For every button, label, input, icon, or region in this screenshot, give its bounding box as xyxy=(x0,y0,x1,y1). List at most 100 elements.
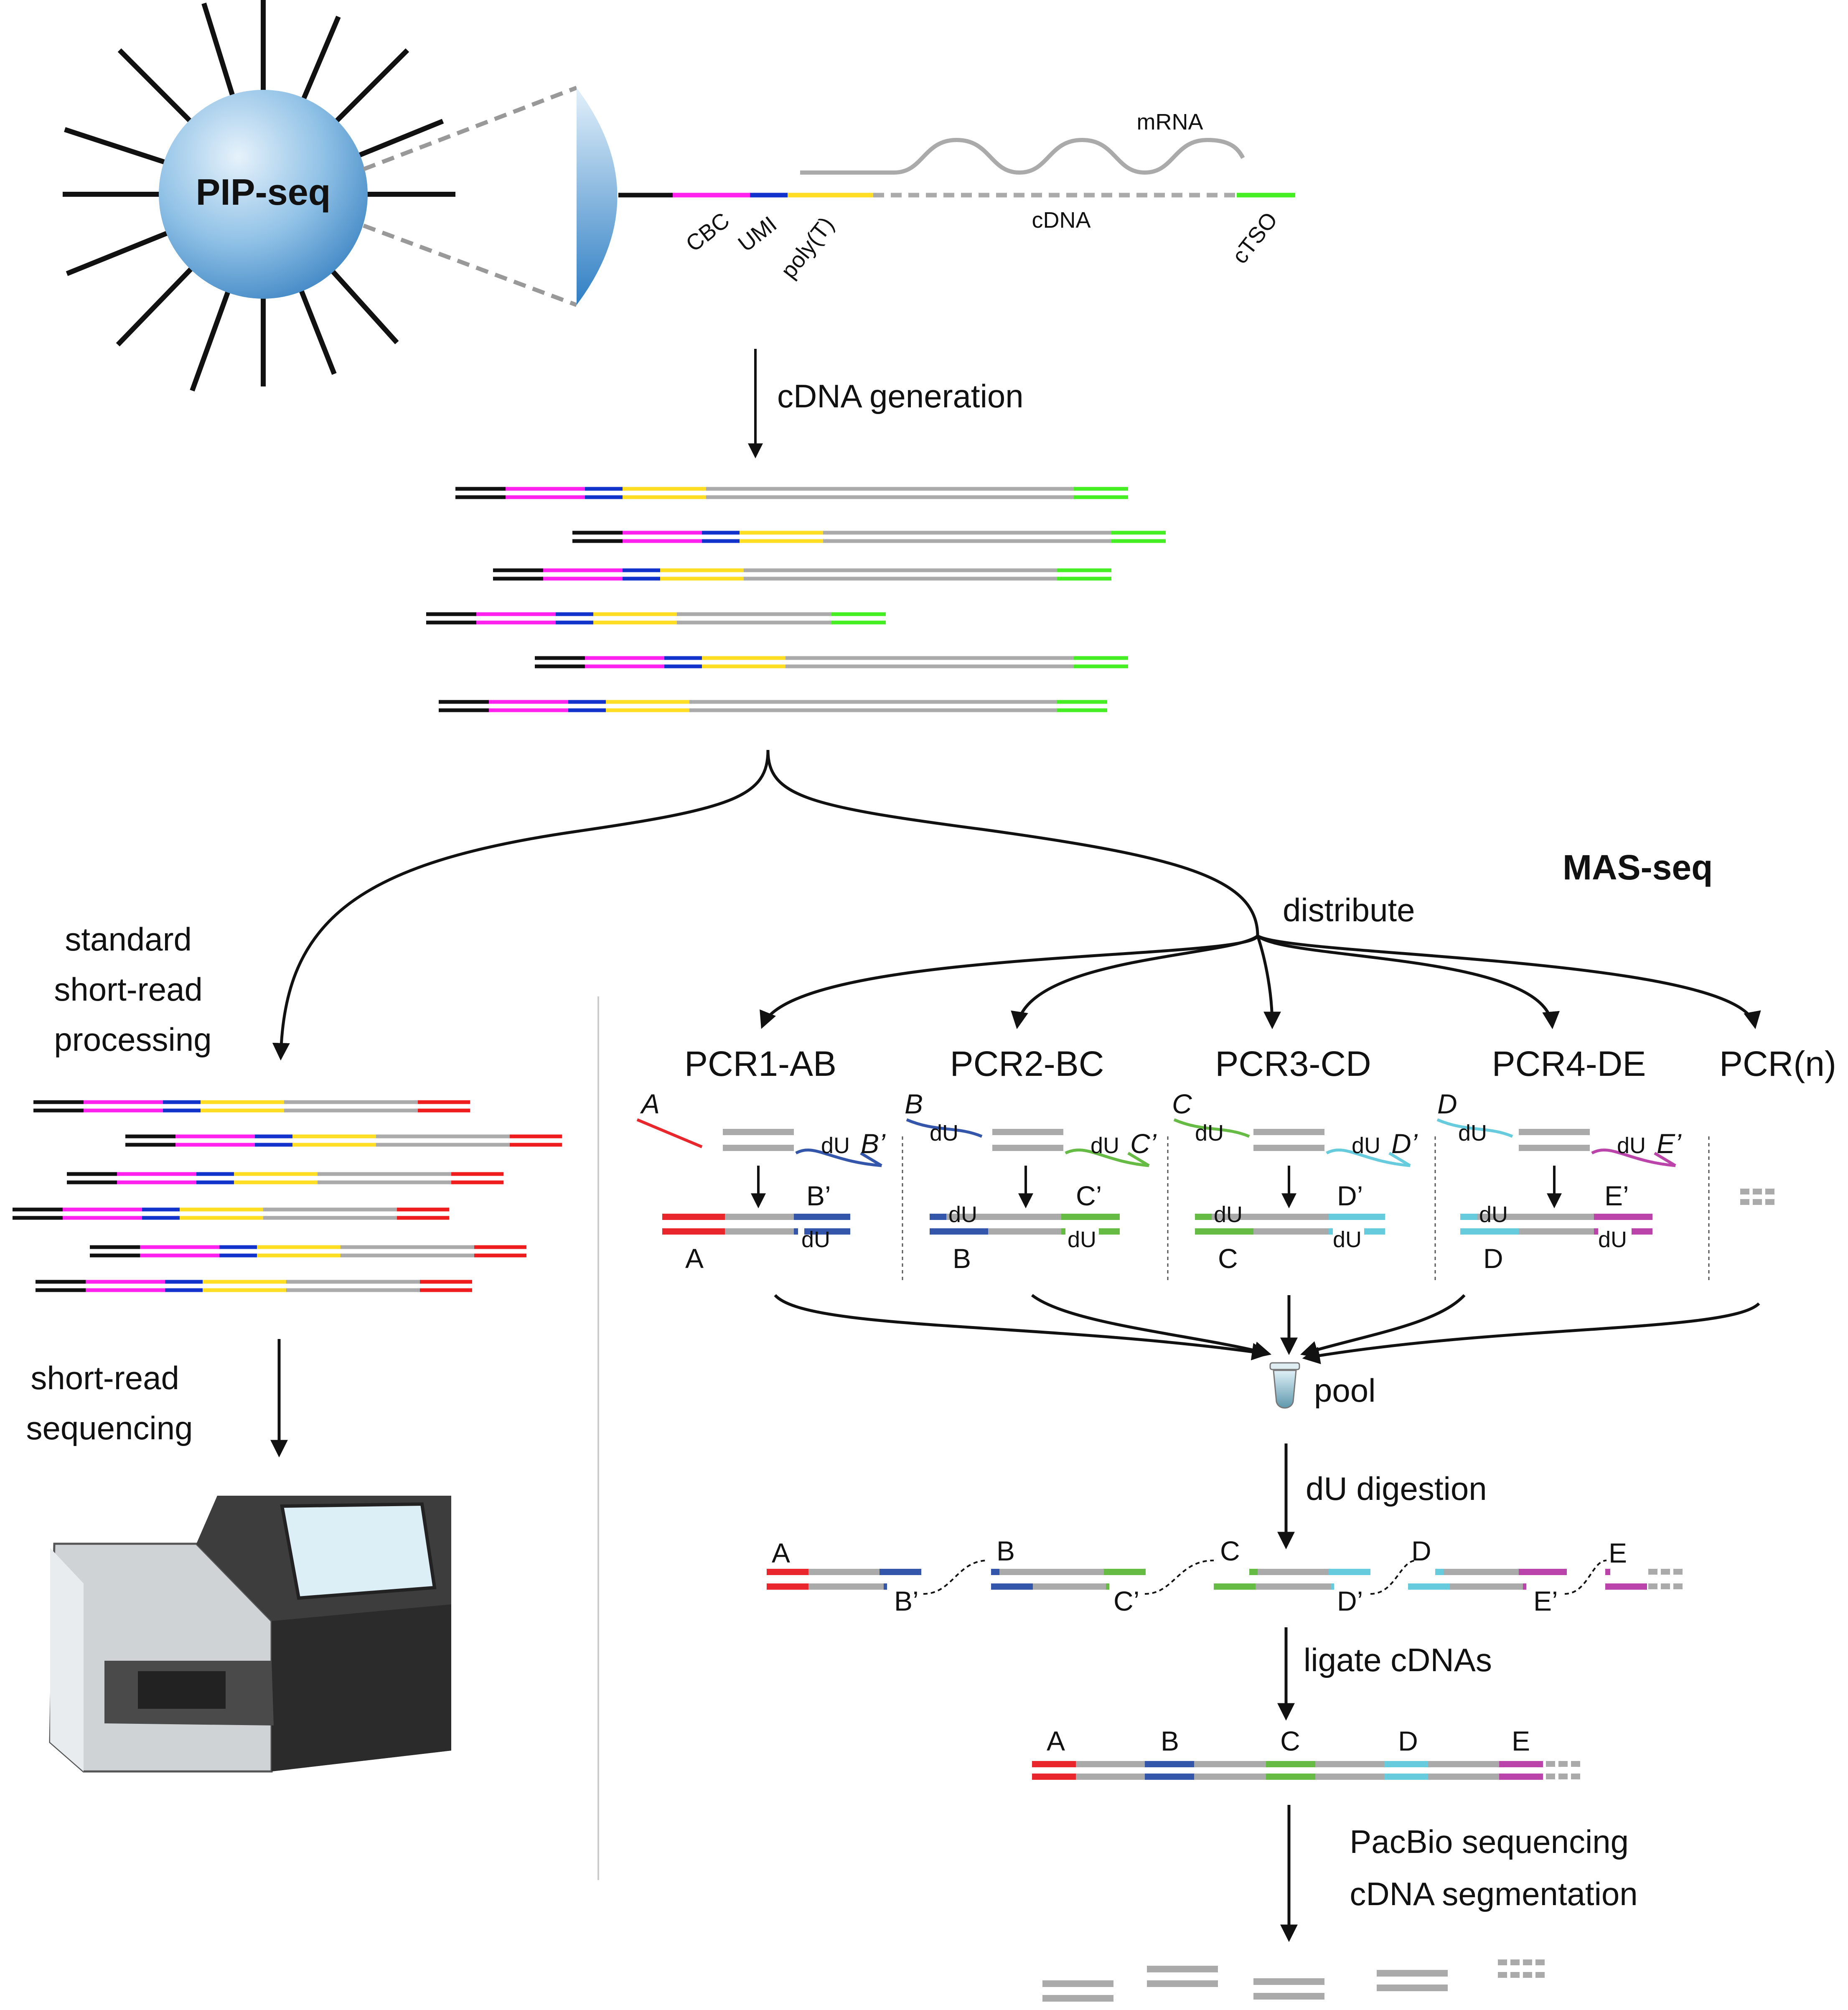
array-label-a: A xyxy=(1047,1725,1065,1756)
du-label: dU xyxy=(930,1121,958,1146)
frag-label-b-prime: B’ xyxy=(894,1586,919,1616)
fragment-cd: C D’ xyxy=(1214,1535,1370,1616)
pcr-panel-n-ellipsis xyxy=(1740,1189,1774,1205)
frag-label-e-prime: E’ xyxy=(1533,1586,1558,1616)
product-a-label: A xyxy=(685,1243,704,1274)
du-label: dU xyxy=(1352,1133,1380,1158)
product-b-label: B xyxy=(953,1243,971,1274)
primer-c-prime-label: C’ xyxy=(1130,1128,1157,1159)
mrna-label: mRNA xyxy=(1137,109,1203,135)
short-read-molecule xyxy=(67,1172,503,1184)
distribute-to-pcrn xyxy=(1257,934,1761,1029)
product-c-label: C xyxy=(1218,1243,1238,1274)
cdna-oligo-label: cDNA xyxy=(1032,208,1090,233)
pacbio-label: PacBio sequencing cDNA segmentation xyxy=(1350,1823,1637,1912)
product-b-prime-label: B’ xyxy=(806,1180,831,1211)
du-label: dU xyxy=(1214,1202,1243,1227)
cdna-generation-label: cDNA generation xyxy=(777,378,1024,414)
du-label: dU xyxy=(1479,1202,1508,1227)
ctso-label: cTSO xyxy=(1227,208,1282,269)
pool-tube-icon xyxy=(1269,1362,1300,1409)
mrna-strand xyxy=(800,137,1245,175)
short-read-molecule xyxy=(36,1280,472,1292)
frag-label-b: B xyxy=(996,1535,1015,1566)
fragment-ab: A B’ xyxy=(767,1537,921,1616)
primer-a xyxy=(636,1118,703,1149)
bead-sphere xyxy=(159,90,368,299)
du-label: dU xyxy=(821,1133,850,1158)
cdna-molecule xyxy=(455,487,1128,499)
mas-array: A B C D E xyxy=(1032,1725,1580,1780)
frag-label-a: A xyxy=(772,1537,790,1568)
distribute-to-pcr2 xyxy=(1011,935,1259,1029)
pool-label: pool xyxy=(1314,1372,1375,1409)
frag-label-d: D xyxy=(1411,1535,1431,1566)
cbc-label: CBC xyxy=(681,208,734,257)
bead-label: PIP-seq xyxy=(196,171,331,213)
du-label: dU xyxy=(1090,1133,1119,1158)
distribute-to-pcr3 xyxy=(1256,935,1281,1029)
primer-d-prime-label: D’ xyxy=(1391,1128,1418,1159)
product-a xyxy=(662,1214,725,1220)
distribute-to-pcr1 xyxy=(760,935,1259,1029)
product-d-label: D xyxy=(1483,1243,1503,1274)
pcr4-label: PCR4-DE xyxy=(1492,1044,1646,1083)
primer-c-label: C xyxy=(1172,1088,1192,1119)
capture-oligo xyxy=(618,137,1295,198)
array-label-d: D xyxy=(1398,1725,1418,1756)
cdna-library xyxy=(426,487,1166,712)
frag-label-c-prime: C’ xyxy=(1113,1586,1139,1616)
distribute-to-pcr4 xyxy=(1256,935,1560,1029)
short-read-molecule xyxy=(13,1207,449,1220)
primer-d-label: D xyxy=(1437,1088,1457,1119)
cdna-molecule xyxy=(493,568,1111,581)
array-label-b: B xyxy=(1161,1725,1179,1756)
primer-e-prime-label: E’ xyxy=(1657,1128,1682,1159)
primer-b-label: B xyxy=(905,1088,923,1119)
du-label: dU xyxy=(1598,1227,1627,1252)
du-label: dU xyxy=(1068,1227,1096,1252)
primer-a-label: A xyxy=(640,1088,660,1119)
cdna-molecule xyxy=(535,656,1128,668)
primer-b-prime xyxy=(795,1149,882,1167)
ligate-label: ligate cDNAs xyxy=(1304,1642,1492,1678)
polyt-label: poly(T) xyxy=(776,212,839,283)
pip-seq-bead: PIP-seq xyxy=(63,0,455,392)
pcr3-label: PCR3-CD xyxy=(1215,1044,1371,1083)
frag-label-e: E xyxy=(1609,1537,1627,1568)
short-read-molecule xyxy=(33,1100,470,1113)
du-label: dU xyxy=(948,1202,977,1227)
product-du-label: dU xyxy=(801,1227,830,1252)
du-digestion-label: dU digestion xyxy=(1306,1470,1487,1507)
array-label-c: C xyxy=(1280,1725,1300,1756)
frag-label-d-prime: D’ xyxy=(1337,1586,1363,1616)
pcr-panel-1: A dU B’ B’ dU A xyxy=(636,1088,886,1274)
zoom-lines xyxy=(363,86,577,307)
short-read-processing-label: standard short-read processing xyxy=(54,921,211,1058)
sequencer-icon xyxy=(49,1496,451,1773)
pcr-panel-4: D dU dU E’ dU dU E’ D xyxy=(1436,1088,1682,1274)
pooling-arrows xyxy=(774,1294,1760,1365)
pcr1-label: PCR1-AB xyxy=(684,1044,836,1083)
cdna-molecule xyxy=(426,612,886,625)
du-label: dU xyxy=(1195,1121,1224,1146)
digested-fragments: A B’ B C’ C D’ xyxy=(767,1535,1683,1616)
short-read-library xyxy=(13,1100,562,1292)
umi-label: UMI xyxy=(733,211,781,257)
array-label-e: E xyxy=(1512,1725,1530,1756)
pcr-panel-3: C dU dU D’ dU dU D’ C xyxy=(1172,1088,1418,1274)
fragment-e: E xyxy=(1605,1537,1683,1590)
distribute-label: distribute xyxy=(1283,892,1415,928)
short-read-sequencing-label: short-read sequencing xyxy=(26,1359,193,1446)
frag-label-c: C xyxy=(1220,1535,1240,1566)
product-e-prime-label: E’ xyxy=(1604,1180,1629,1211)
segmented-reads xyxy=(1042,1959,1545,2002)
cdna-molecule xyxy=(572,531,1166,543)
pcr-panel-2: B dU dU C’ dU dU C’ B xyxy=(905,1088,1157,1274)
du-label: dU xyxy=(1458,1121,1487,1146)
primer-b-prime-label: B’ xyxy=(861,1128,886,1159)
product-d-prime-label: D’ xyxy=(1337,1180,1363,1211)
fragment-de: D E’ xyxy=(1408,1535,1567,1616)
du-label: dU xyxy=(1333,1227,1362,1252)
